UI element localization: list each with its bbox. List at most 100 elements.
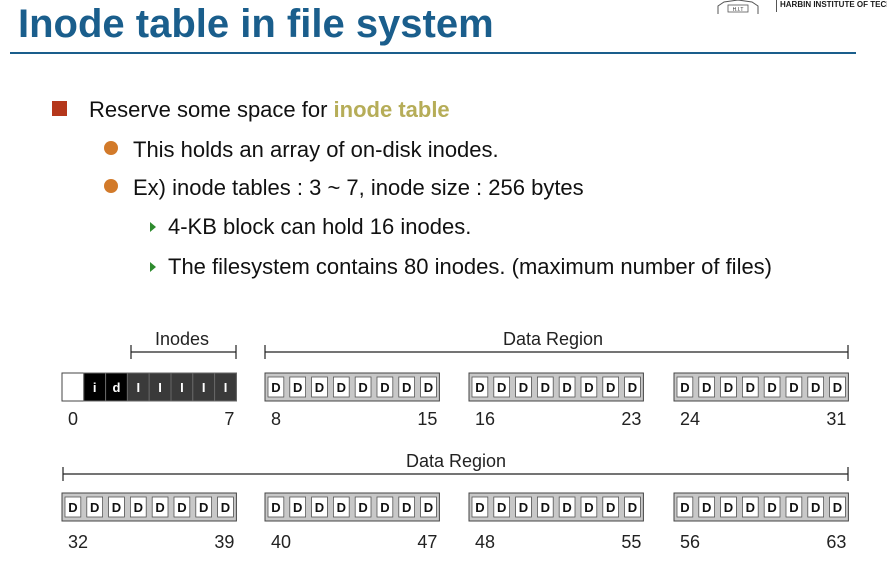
block-label: D <box>199 500 208 515</box>
data-region-label: Data Region <box>503 329 603 349</box>
data-block <box>829 376 846 398</box>
bullet-level3-item: The filesystem contains 80 inodes. (maxi… <box>150 254 772 280</box>
block-label: D <box>746 380 755 395</box>
block-label: D <box>541 500 550 515</box>
data-block <box>311 376 328 398</box>
block-label: D <box>112 500 121 515</box>
data-block <box>763 496 781 518</box>
block-label: D <box>628 380 637 395</box>
inode-table-block <box>214 372 237 402</box>
data-block <box>807 376 824 398</box>
block-label: D <box>402 380 411 395</box>
block-label: D <box>424 500 433 515</box>
block-label: D <box>424 380 433 395</box>
block-label: D <box>315 500 324 515</box>
data-block <box>289 496 306 518</box>
data-block <box>698 376 715 398</box>
data-block <box>515 496 532 518</box>
block-start-number: 32 <box>68 532 88 552</box>
title-underline <box>10 52 856 54</box>
data-block <box>698 496 715 518</box>
data-block <box>129 496 147 518</box>
data-block <box>311 496 328 518</box>
block-label: D <box>767 500 776 515</box>
block-label: D <box>584 380 593 395</box>
data-block <box>742 496 759 518</box>
university-logo-icon: H.I.T <box>717 0 759 14</box>
block-label: D <box>293 500 302 515</box>
data-block <box>807 496 824 518</box>
data-block <box>86 496 104 518</box>
data-block <box>151 496 169 518</box>
block-label: D <box>541 380 550 395</box>
bullet-level2-item: This holds an array of on-disk inodes. <box>104 137 499 163</box>
block-label: D <box>789 380 798 395</box>
bullet-level2-item: Ex) inode tables : 3 ~ 7, inode size : 2… <box>104 175 584 201</box>
block-label: i <box>93 380 97 395</box>
data-block <box>676 376 694 398</box>
block-label: D <box>221 500 230 515</box>
block-label: I <box>224 380 228 395</box>
data-block <box>420 376 437 398</box>
data-block <box>332 376 350 398</box>
block-start-number: 56 <box>680 532 700 552</box>
bullet-level3-item: 4-KB block can hold 16 inodes. <box>150 214 471 240</box>
data-block <box>332 496 350 518</box>
bullet-text: Ex) inode tables : 3 ~ 7, inode size : 2… <box>133 175 584 200</box>
block-label: D <box>724 380 733 395</box>
block-end-number: 7 <box>224 409 234 429</box>
data-block <box>471 496 489 518</box>
data-block <box>173 496 191 518</box>
block-label: D <box>358 500 367 515</box>
data-region-bracket-2 <box>62 467 849 481</box>
block-label: D <box>155 500 164 515</box>
data-block <box>64 496 82 518</box>
block-label: D <box>68 500 77 515</box>
block-label: D <box>271 500 280 515</box>
block-end-number: 39 <box>214 532 234 552</box>
square-bullet-icon <box>52 101 67 116</box>
block-label: D <box>90 500 99 515</box>
block-label: D <box>789 500 798 515</box>
data-block <box>398 496 415 518</box>
data-block <box>537 376 554 398</box>
block-start-number: 16 <box>475 409 495 429</box>
data-block <box>354 496 372 518</box>
data-block <box>676 496 694 518</box>
page-title: Inode table in file system <box>18 2 494 46</box>
block-label: D <box>475 380 484 395</box>
data-block <box>624 376 641 398</box>
highlight-text: inode table <box>333 97 450 122</box>
data-block <box>493 376 510 398</box>
data-region-label-2: Data Region <box>406 451 506 471</box>
block-label: D <box>519 500 528 515</box>
block-label: I <box>180 380 184 395</box>
block-end-number: 55 <box>621 532 641 552</box>
block-label: D <box>380 380 389 395</box>
data-block <box>580 376 598 398</box>
bullet-level1: Reserve some space for inode table <box>52 97 450 123</box>
data-block <box>267 376 285 398</box>
block-label: D <box>380 500 389 515</box>
data-block <box>354 376 372 398</box>
block-label: D <box>584 500 593 515</box>
data-block <box>742 376 759 398</box>
arrow-bullet-icon <box>150 222 156 232</box>
block-label: D <box>358 380 367 395</box>
bullet-text: The filesystem contains 80 inodes. (maxi… <box>168 254 773 279</box>
bullet-text: This holds an array of on-disk inodes. <box>133 137 499 162</box>
data-block <box>195 496 213 518</box>
block-label: D <box>519 380 528 395</box>
block-label: D <box>402 500 411 515</box>
data-block <box>558 376 576 398</box>
data-block <box>785 376 803 398</box>
data-block <box>785 496 803 518</box>
bullet-text: Reserve some space for <box>89 97 334 122</box>
block-end-number: 23 <box>621 409 641 429</box>
block-label: D <box>293 380 302 395</box>
block-start-number: 24 <box>680 409 700 429</box>
